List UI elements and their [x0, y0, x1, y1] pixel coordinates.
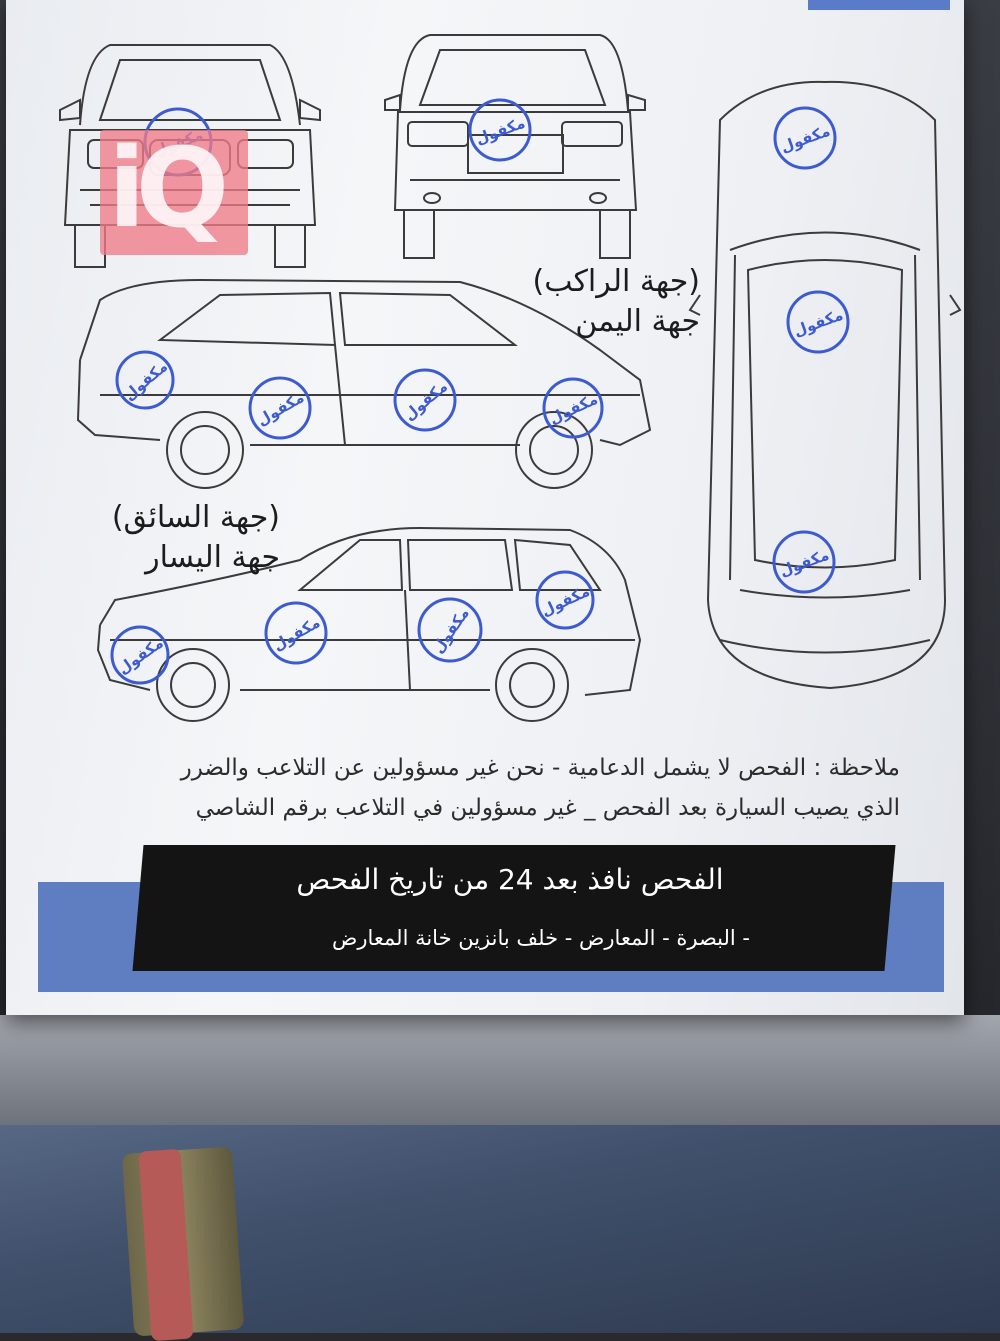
- car-right-side-view: [76, 278, 652, 489]
- driver-side-label: (جهة السائق) جهة اليسار: [60, 498, 280, 578]
- address-text: - البصرة - المعارض - خلف بانزين خانة الم…: [331, 926, 750, 950]
- disclaimer-line-1: ملاحظة : الفحص لا يشمل الدعامية - نحن غي…: [180, 755, 900, 781]
- passenger-side-label-line2: جهة اليمن: [575, 304, 700, 339]
- top-blue-strip: [808, 0, 950, 10]
- stamp-label: مكفول: [778, 122, 832, 156]
- watermark-logo-text: iQ: [108, 124, 229, 252]
- driver-side-label-line1: (جهة السائق): [111, 500, 280, 535]
- disclaimer-notes: ملاحظة : الفحص لا يشمل الدعامية - نحن غي…: [60, 748, 900, 828]
- stamp-label: مكفول: [473, 114, 527, 148]
- car-rear-view: [384, 34, 646, 259]
- stamp-label: مكفول: [791, 306, 845, 340]
- passenger-side-label: (جهة الراكب) جهة اليمن: [470, 262, 700, 342]
- paper-lower-fold: [0, 1015, 1000, 1125]
- passenger-side-label-line1: (جهة الراكب): [532, 264, 700, 299]
- stamp-label: مكفول: [429, 604, 473, 656]
- car-left-side-view: [96, 526, 642, 722]
- stamp-label: مكفول: [400, 377, 451, 424]
- stamp-label: مكفول: [120, 357, 171, 404]
- stamp-label: مكفول: [538, 582, 592, 620]
- disclaimer-line-2: الذي يصيب السيارة بعد الفحص _ غير مسؤولي…: [195, 795, 900, 821]
- car-top-view: [688, 80, 962, 690]
- watermark-logo: [100, 130, 248, 255]
- driver-side-label-line2: جهة اليسار: [145, 540, 280, 575]
- validity-text: الفحص نافذ بعد 24 من تاريخ الفحص: [296, 863, 724, 896]
- stamp-label: مكفول: [270, 613, 323, 654]
- stamp-label: مكفول: [777, 546, 831, 580]
